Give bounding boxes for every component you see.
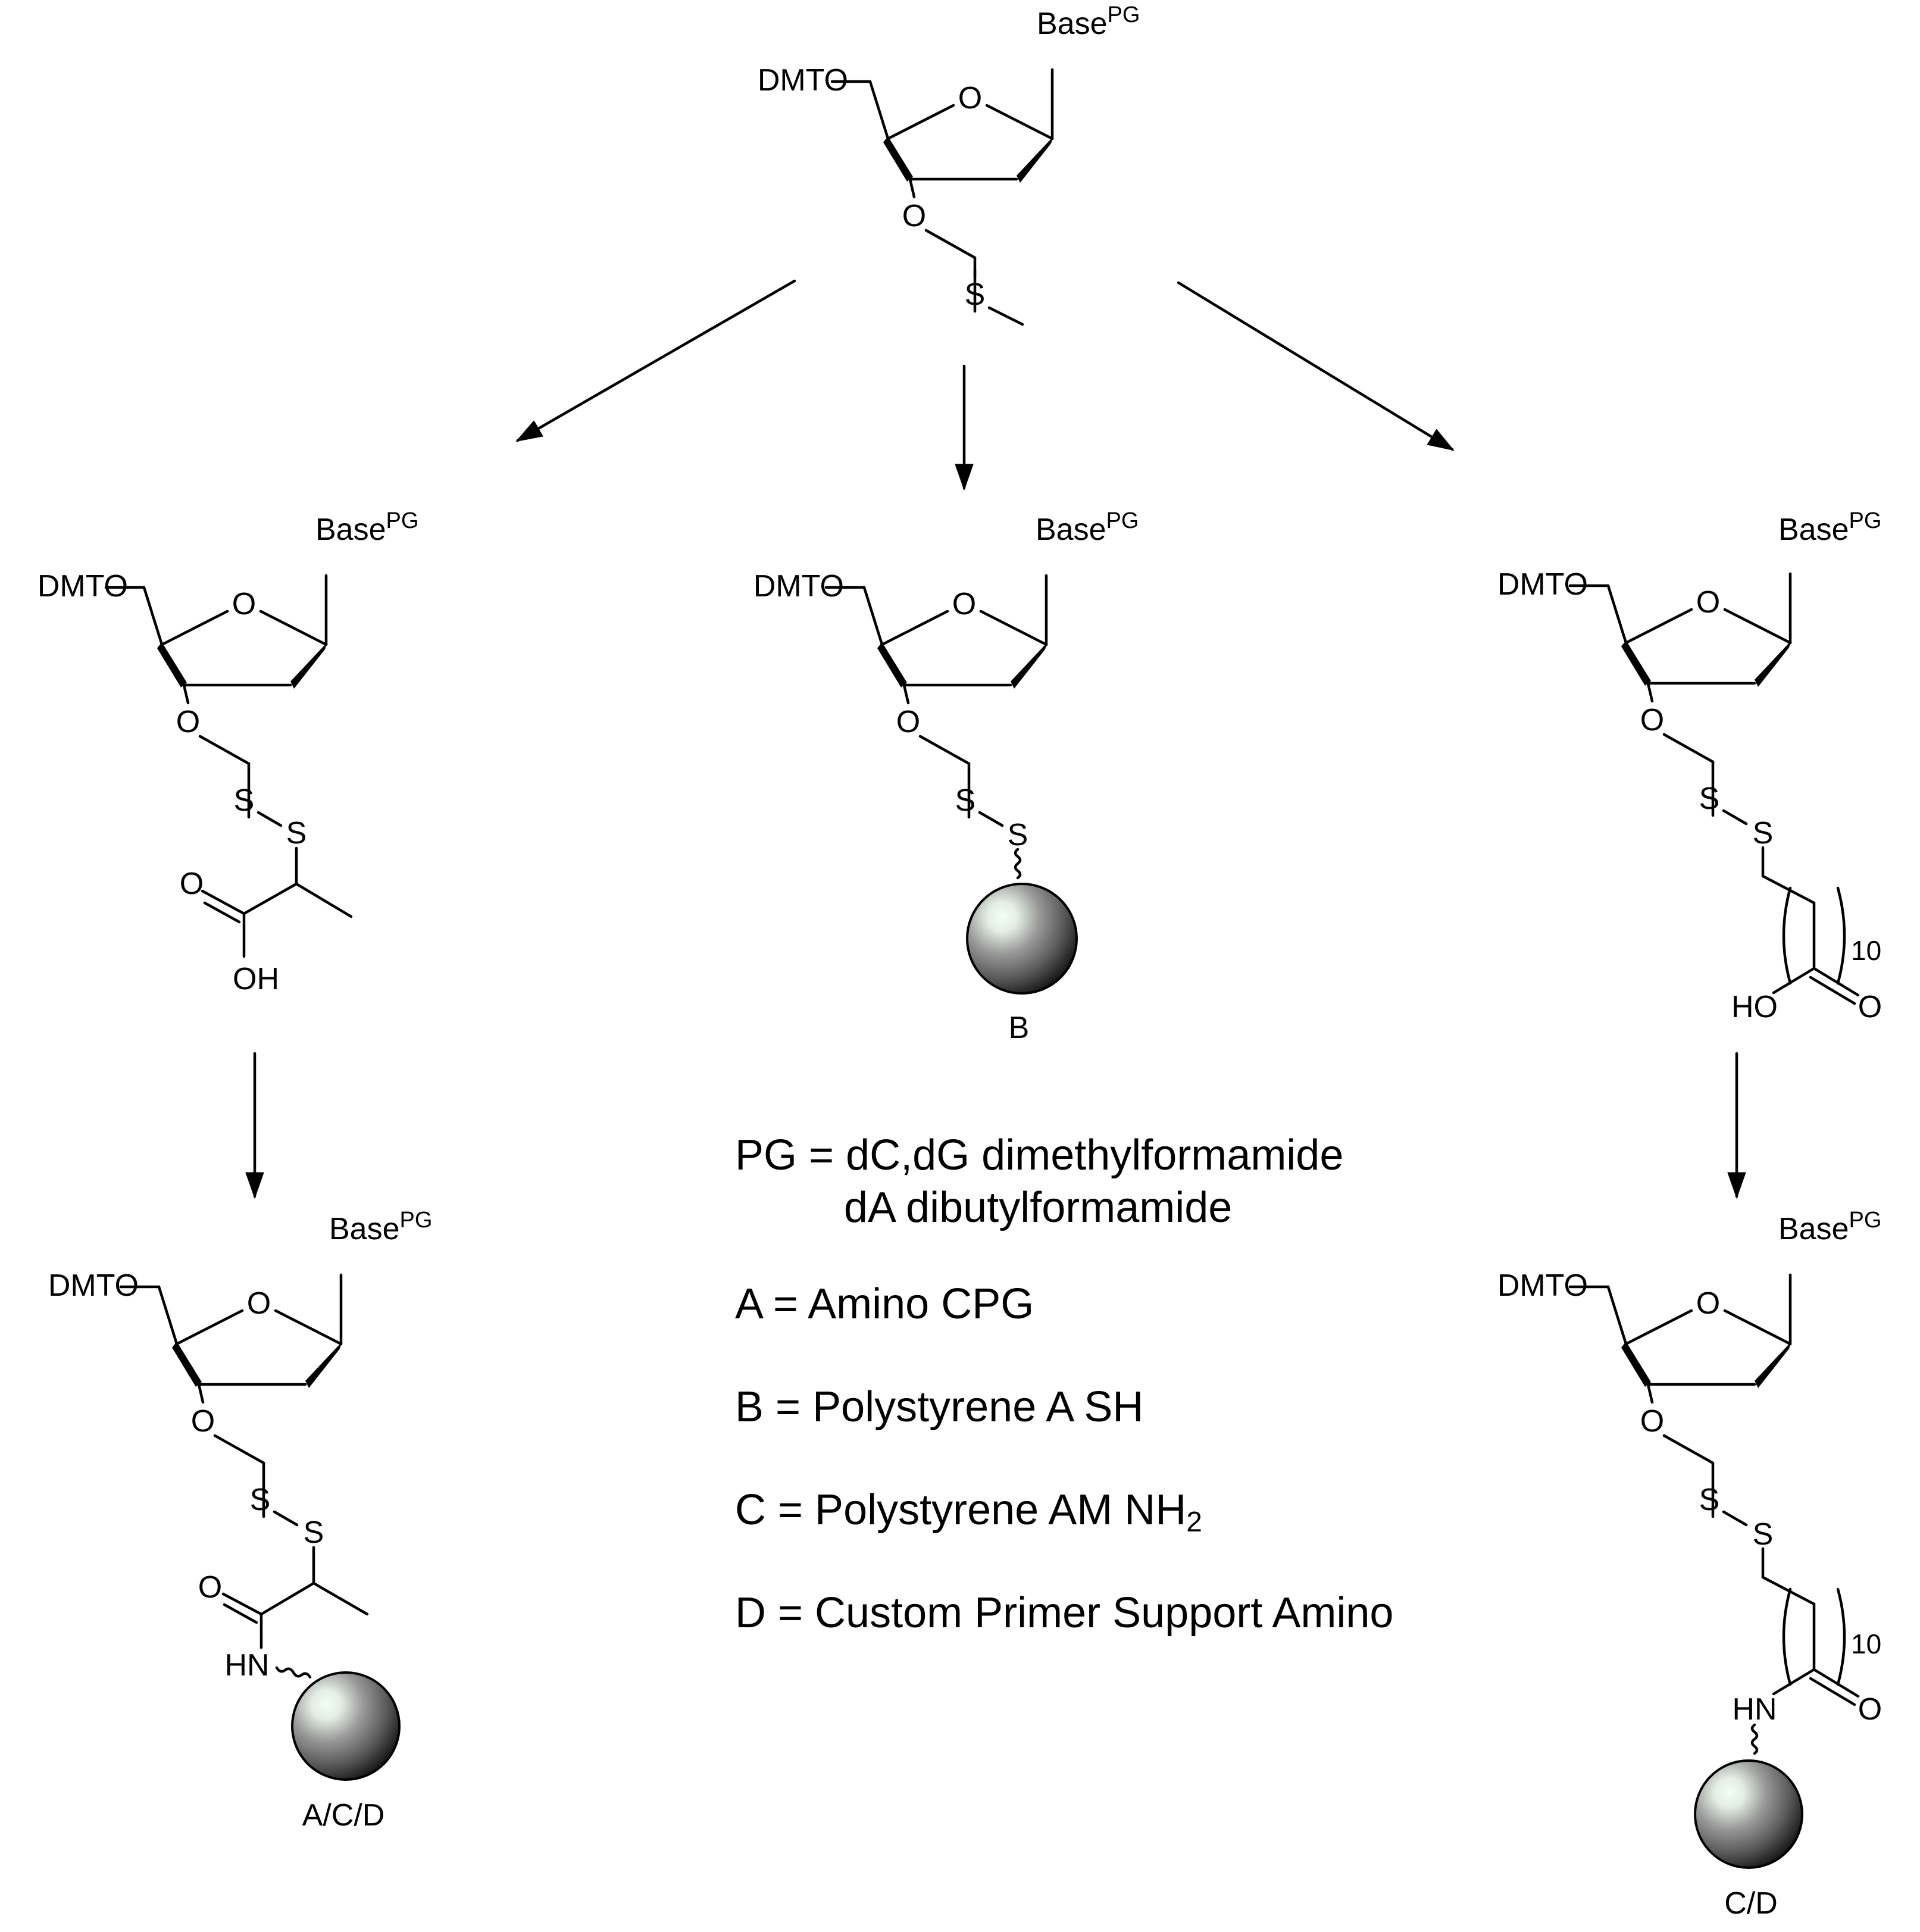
dmto-label: DMTO bbox=[1497, 1268, 1588, 1303]
sulfur-label: S bbox=[1699, 781, 1720, 816]
hydroxyl-label: HO bbox=[1731, 990, 1778, 1024]
legend-c: C = Polystyrene AM NH2 bbox=[735, 1486, 1202, 1538]
arrow-to-long-chain-acid bbox=[1177, 281, 1455, 451]
sulfur-label: S bbox=[1753, 1517, 1774, 1552]
sulfur-label: S bbox=[955, 783, 976, 818]
polymer-bead-icon bbox=[966, 883, 1078, 995]
sulfur-label: S bbox=[1699, 1483, 1720, 1517]
sulfur-label: S bbox=[286, 816, 307, 851]
carbonyl-oxygen-label: O bbox=[180, 867, 204, 901]
dmto-label: DMTO bbox=[48, 1268, 139, 1303]
compound-label-b: B bbox=[1009, 1011, 1030, 1045]
legend-d: D = Custom Primer Support Amino bbox=[735, 1589, 1394, 1637]
base-label: BasePG bbox=[329, 1208, 432, 1246]
compound-acd: DMTO BasePG S S O HN A/C/D bbox=[48, 1208, 433, 1833]
carbonyl-oxygen-label: O bbox=[198, 1570, 222, 1605]
polymer-bead-icon bbox=[291, 1671, 401, 1781]
carboxylic-acid-intermediate: DMTO BasePG S S O OH bbox=[37, 508, 419, 996]
sulfur-label: S bbox=[1753, 816, 1774, 851]
legend-b: B = Polystyrene A SH bbox=[735, 1383, 1144, 1431]
dmto-label: DMTO bbox=[37, 569, 128, 604]
amide-nh-label: HN bbox=[1732, 1692, 1777, 1727]
arrow-to-carboxylic-acid bbox=[515, 279, 796, 442]
carbonyl-oxygen-label: O bbox=[1858, 990, 1882, 1024]
reaction-arrows bbox=[245, 279, 1746, 1199]
sulfur-label: S bbox=[965, 277, 986, 312]
base-label: BasePG bbox=[1778, 1208, 1881, 1246]
base-label: BasePG bbox=[1037, 2, 1140, 41]
starting-nucleoside: DMTO BasePG S bbox=[758, 2, 1140, 326]
polymer-bead-icon bbox=[1694, 1759, 1803, 1869]
compound-cd: DMTO BasePG S S 10 O HN C/D bbox=[1497, 1208, 1882, 1921]
dmto-label: DMTO bbox=[753, 569, 844, 604]
sulfur-label: S bbox=[304, 1515, 324, 1550]
carbonyl-oxygen-label: O bbox=[1858, 1692, 1882, 1727]
compound-label-acd: A/C/D bbox=[302, 1798, 385, 1833]
dmto-label: DMTO bbox=[758, 63, 848, 98]
long-chain-acid-intermediate: DMTO BasePG S S 10 O HO bbox=[1497, 508, 1882, 1024]
repeat-count-label: 10 bbox=[1851, 1628, 1881, 1659]
repeat-count-label: 10 bbox=[1851, 935, 1881, 966]
base-label: BasePG bbox=[315, 508, 418, 547]
legend-pg-line2: dA dibutylformamide bbox=[844, 1184, 1233, 1231]
sulfur-label: S bbox=[1008, 818, 1028, 852]
amide-nh-label: HN bbox=[224, 1648, 269, 1683]
sulfur-label: S bbox=[234, 783, 255, 818]
base-label: BasePG bbox=[1778, 508, 1881, 547]
legend-pg-line1: PG = dC,dG dimethylformamide bbox=[735, 1131, 1344, 1179]
sulfur-label: S bbox=[250, 1483, 271, 1517]
base-label: BasePG bbox=[1036, 508, 1139, 547]
legend-a: A = Amino CPG bbox=[735, 1280, 1034, 1328]
hydroxyl-label: OH bbox=[233, 962, 279, 996]
compound-b: DMTO BasePG S S B bbox=[753, 508, 1139, 1045]
dmto-label: DMTO bbox=[1497, 567, 1588, 602]
compound-label-cd: C/D bbox=[1724, 1886, 1778, 1921]
